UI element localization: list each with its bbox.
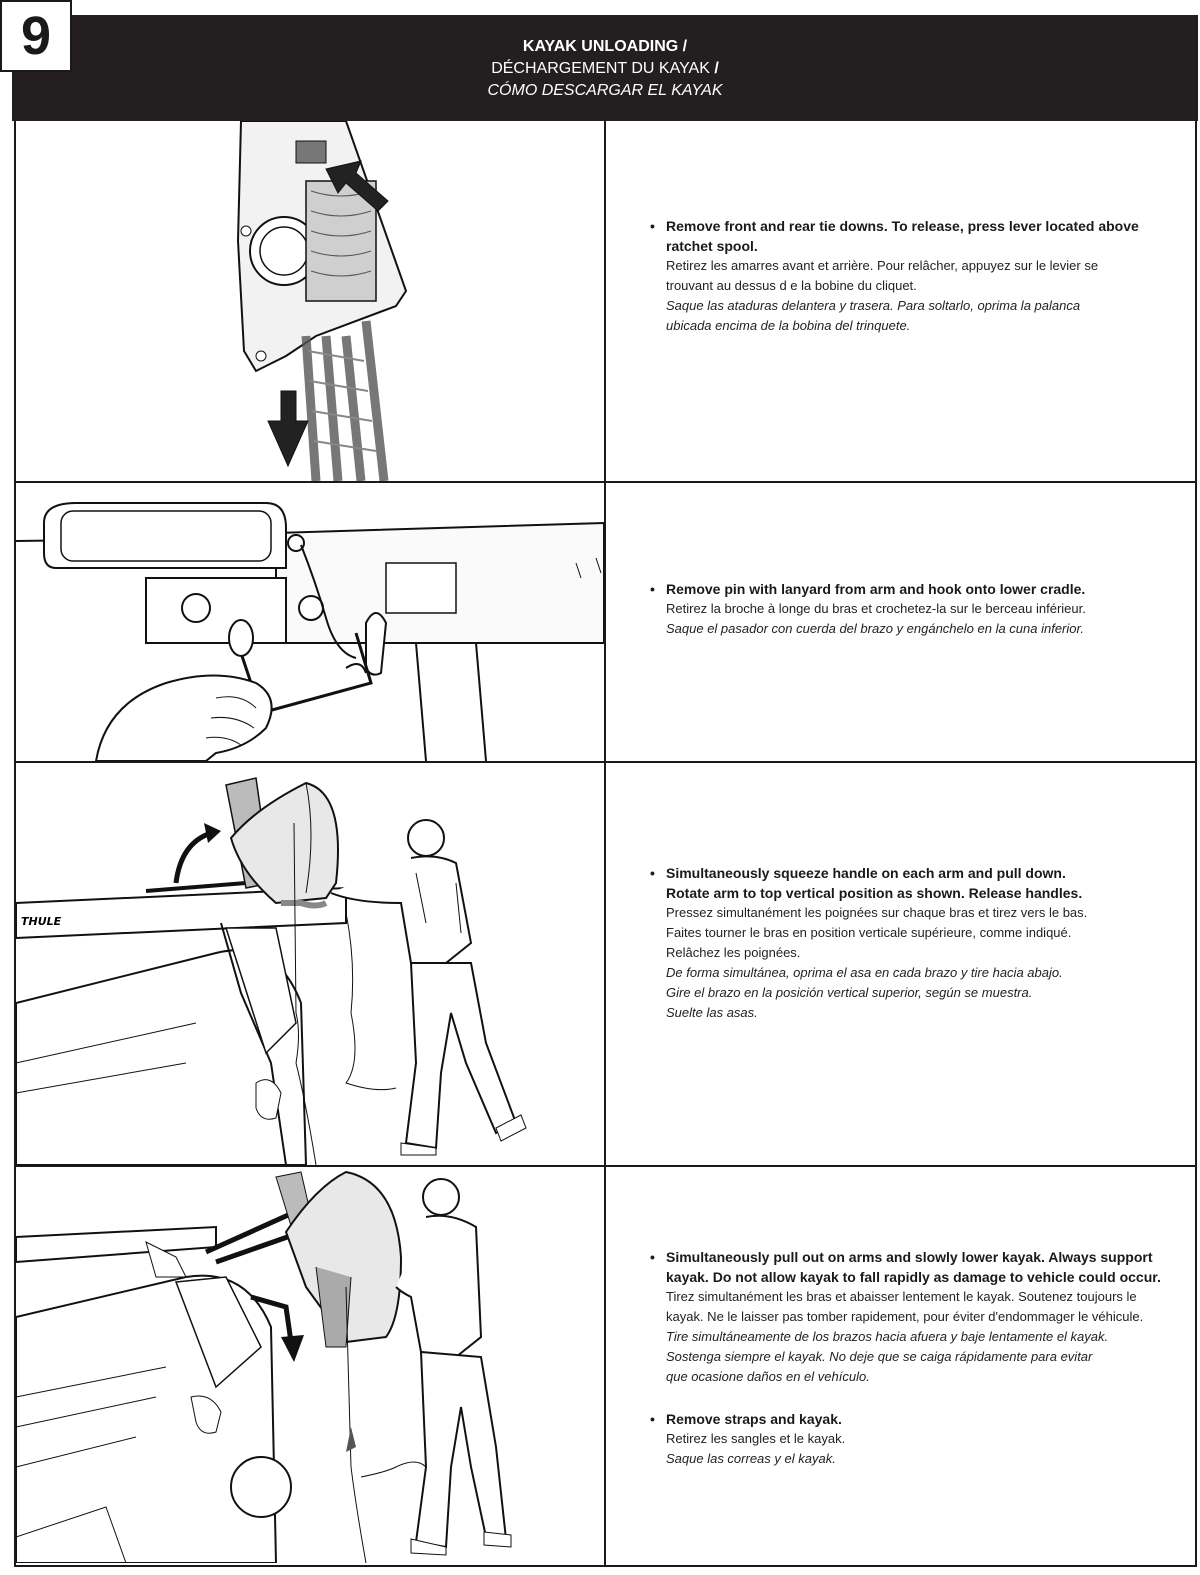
thule-brand-label: THULE (21, 915, 62, 928)
instruction-english: Simultaneously squeeze handle on each ar… (666, 863, 1180, 903)
instruction-english: Simultaneously pull out on arms and slow… (666, 1247, 1180, 1287)
text-line: Faites tourner le bras en position verti… (666, 923, 1180, 943)
text-line: Saque las ataduras delantera y trasera. … (666, 296, 1180, 316)
title-french: DÉCHARGEMENT DU KAYAK (491, 60, 710, 77)
ratchet-release-illustration (16, 121, 606, 481)
text-line: De forma simultánea, oprima el asa en ca… (666, 963, 1180, 983)
pin-lanyard-illustration (16, 483, 606, 761)
instruction-french: Tirez simultanément les bras et abaisser… (666, 1287, 1180, 1327)
instruction-french: Retirez les amarres avant et arrière. Po… (666, 256, 1180, 296)
text-line: Tirez simultanément les bras et abaisser… (666, 1287, 1180, 1307)
step-row-1: • Remove front and rear tie downs. To re… (16, 121, 1195, 483)
text-line: Gire el brazo en la posición vertical su… (666, 983, 1180, 1003)
step-4-block: • Simultaneously pull out on arms and sl… (650, 1247, 1180, 1491)
step-4-bullet-1: • Simultaneously pull out on arms and sl… (650, 1247, 1180, 1387)
text-line: Simultaneously squeeze handle on each ar… (666, 863, 1180, 883)
text-line: Relâchez les poignées. (666, 943, 1180, 963)
text-line: Retirez les sangles et le kayak. (666, 1429, 1180, 1449)
step-2-block: • Remove pin with lanyard from arm and h… (650, 579, 1180, 661)
text-line: Remove pin with lanyard from arm and hoo… (666, 579, 1180, 599)
text-line: Suelte las asas. (666, 1003, 1180, 1023)
rotate-arm-illustration: THULE (16, 763, 606, 1165)
text-line: Retirez les amarres avant et arrière. Po… (666, 256, 1180, 276)
bullet-dot-icon: • (650, 1409, 666, 1469)
instruction-french: Retirez les sangles et le kayak. (666, 1429, 1180, 1449)
step-row-4: • Simultaneously pull out on arms and sl… (16, 1167, 1195, 1565)
title-english: KAYAK UNLOADING / (12, 36, 1198, 58)
text-line: Saque el pasador con cuerda del brazo y … (666, 619, 1180, 639)
instruction-english: Remove pin with lanyard from arm and hoo… (666, 579, 1180, 599)
step-3-bullet-1: • Simultaneously squeeze handle on each … (650, 863, 1180, 1023)
text-line: Sostenga siempre el kayak. No deje que s… (666, 1347, 1180, 1367)
text-line: que ocasione daños en el vehículo. (666, 1367, 1180, 1387)
text-line: kayak. Do not allow kayak to fall rapidl… (666, 1267, 1180, 1287)
bullet-dot-icon: • (650, 579, 666, 639)
bullet-dot-icon: • (650, 216, 666, 336)
step-1-bullet-1: • Remove front and rear tie downs. To re… (650, 216, 1180, 336)
instruction-grid: • Remove front and rear tie downs. To re… (14, 121, 1197, 1567)
instruction-spanish: De forma simultánea, oprima el asa en ca… (666, 963, 1180, 1023)
text-line: kayak. Ne le laisser pas tomber rapideme… (666, 1307, 1180, 1327)
step-3-text: • Simultaneously squeeze handle on each … (606, 763, 1195, 1165)
text-line: Rotate arm to top vertical position as s… (666, 883, 1180, 903)
bullet-dot-icon: • (650, 1247, 666, 1387)
step-2-bullet-1: • Remove pin with lanyard from arm and h… (650, 579, 1180, 639)
instruction-spanish: Saque las correas y el kayak. (666, 1449, 1180, 1469)
step-4-text: • Simultaneously pull out on arms and sl… (606, 1167, 1195, 1565)
step-1-text: • Remove front and rear tie downs. To re… (606, 121, 1195, 481)
instruction-french: Retirez la broche à longe du bras et cro… (666, 599, 1180, 619)
title-french-line: DÉCHARGEMENT DU KAYAK / (12, 58, 1198, 80)
title-spanish: CÓMO DESCARGAR EL KAYAK (12, 80, 1198, 102)
text-line: Pressez simultanément les poignées sur c… (666, 903, 1180, 923)
text-line: Remove straps and kayak. (666, 1409, 1180, 1429)
text-line: Retirez la broche à longe du bras et cro… (666, 599, 1180, 619)
step-number-badge: 9 (0, 0, 72, 72)
step-3-block: • Simultaneously squeeze handle on each … (650, 863, 1180, 1045)
text-line: Tire simultáneamente de los brazos hacia… (666, 1327, 1180, 1347)
text-line: trouvant au dessus d e la bobine du cliq… (666, 276, 1180, 296)
instruction-english: Remove straps and kayak. (666, 1409, 1180, 1429)
step-2-text: • Remove pin with lanyard from arm and h… (606, 483, 1195, 761)
text-line: Simultaneously pull out on arms and slow… (666, 1247, 1180, 1267)
text-line: ratchet spool. (666, 236, 1180, 256)
bullet-dot-icon: • (650, 863, 666, 1023)
instruction-spanish: Saque el pasador con cuerda del brazo y … (666, 619, 1180, 639)
step-1-block: • Remove front and rear tie downs. To re… (650, 216, 1180, 358)
text-line: ubicada encima de la bobina del trinquet… (666, 316, 1180, 336)
step-4-bullet-2: • Remove straps and kayak. Retirez les s… (650, 1409, 1180, 1469)
instruction-english: Remove front and rear tie downs. To rele… (666, 216, 1180, 256)
step-row-2: • Remove pin with lanyard from arm and h… (16, 483, 1195, 763)
section-header: KAYAK UNLOADING / DÉCHARGEMENT DU KAYAK … (12, 15, 1198, 121)
text-line: Remove front and rear tie downs. To rele… (666, 216, 1180, 236)
lower-kayak-illustration (16, 1167, 606, 1565)
step-row-3: THULE (16, 763, 1195, 1167)
instruction-spanish: Tire simultáneamente de los brazos hacia… (666, 1327, 1180, 1387)
text-line: Saque las correas y el kayak. (666, 1449, 1180, 1469)
step-number: 9 (21, 5, 51, 67)
instruction-spanish: Saque las ataduras delantera y trasera. … (666, 296, 1180, 336)
title-french-slash: / (714, 60, 718, 77)
instruction-french: Pressez simultanément les poignées sur c… (666, 903, 1180, 963)
